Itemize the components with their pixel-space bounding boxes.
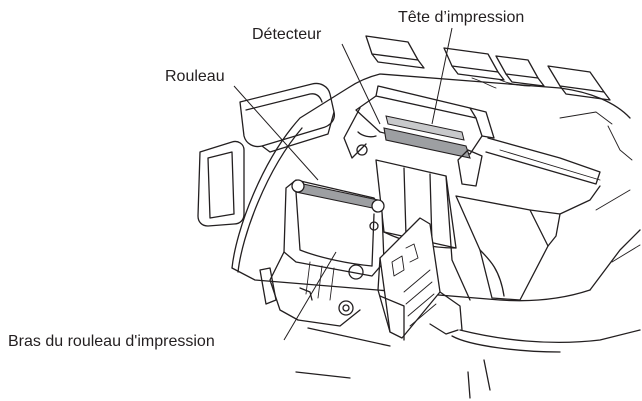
leader-sensor	[341, 43, 381, 125]
register-housing	[231, 73, 641, 353]
paper-cutter	[377, 217, 463, 341]
print-head-label: Tête d’impression	[398, 9, 525, 26]
print-roller-arm-label: Bras du rouleau d'impression	[8, 333, 215, 350]
leader-roller	[233, 85, 319, 181]
print-head-assembly	[343, 85, 601, 187]
leader-roller-arm	[283, 251, 337, 341]
roller-arm	[259, 179, 385, 327]
roller-label: Rouleau	[165, 68, 225, 85]
sensor-label: Détecteur	[252, 26, 322, 43]
housing-floor	[295, 327, 491, 399]
leader-print-head	[431, 27, 453, 125]
keyboard-keys	[365, 35, 633, 161]
leader-lines	[233, 27, 453, 341]
display-cover	[197, 82, 336, 227]
